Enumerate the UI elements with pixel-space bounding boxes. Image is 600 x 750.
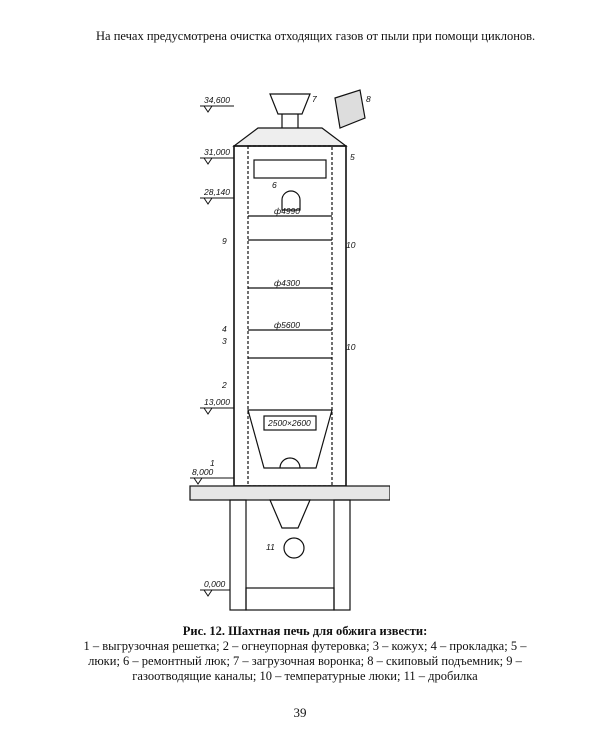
callout-number: 5 xyxy=(350,152,355,162)
shaft-kiln-figure: 34,600 31,000 28,140 13,000 8,000 0,000 … xyxy=(189,89,391,611)
caption-title: Рис. 12. Шахтная печь для обжига извести… xyxy=(182,624,428,638)
callout-number: 10 xyxy=(346,342,356,352)
level-label: 31,000 xyxy=(204,147,230,157)
level-label: 28,140 xyxy=(203,187,230,197)
callout-number: 11 xyxy=(266,542,275,552)
callout-number: 10 xyxy=(346,240,356,250)
dimension-label: ф5600 xyxy=(274,320,300,330)
dimension-label: ф4300 xyxy=(274,278,300,288)
kiln-drawing: 34,600 31,000 28,140 13,000 8,000 0,000 … xyxy=(170,88,391,623)
intro-paragraph: На печах предусмотрена очистка отходящих… xyxy=(96,29,536,43)
callout-number: 1 xyxy=(210,458,215,468)
callout-number: 2 xyxy=(221,380,227,390)
dimension-label: 2500×2600 xyxy=(267,418,311,428)
level-label: 34,600 xyxy=(204,95,230,105)
level-label: 8,000 xyxy=(192,467,214,477)
figure-caption: Рис. 12. Шахтная печь для обжига извести… xyxy=(70,624,540,684)
level-label: 13,000 xyxy=(204,397,230,407)
page-number: 39 xyxy=(293,705,307,720)
callout-number: 9 xyxy=(222,236,227,246)
level-label: 0,000 xyxy=(204,579,226,589)
callout-number: 4 xyxy=(222,324,227,334)
caption-legend: 1 – выгрузочная решетка; 2 – огнеупорная… xyxy=(83,639,527,683)
callout-number: 3 xyxy=(222,336,227,346)
callout-number: 6 xyxy=(272,180,277,190)
callout-number: 7 xyxy=(312,94,317,104)
dimension-label: ф4990 xyxy=(274,206,300,216)
callout-number: 8 xyxy=(366,94,371,104)
